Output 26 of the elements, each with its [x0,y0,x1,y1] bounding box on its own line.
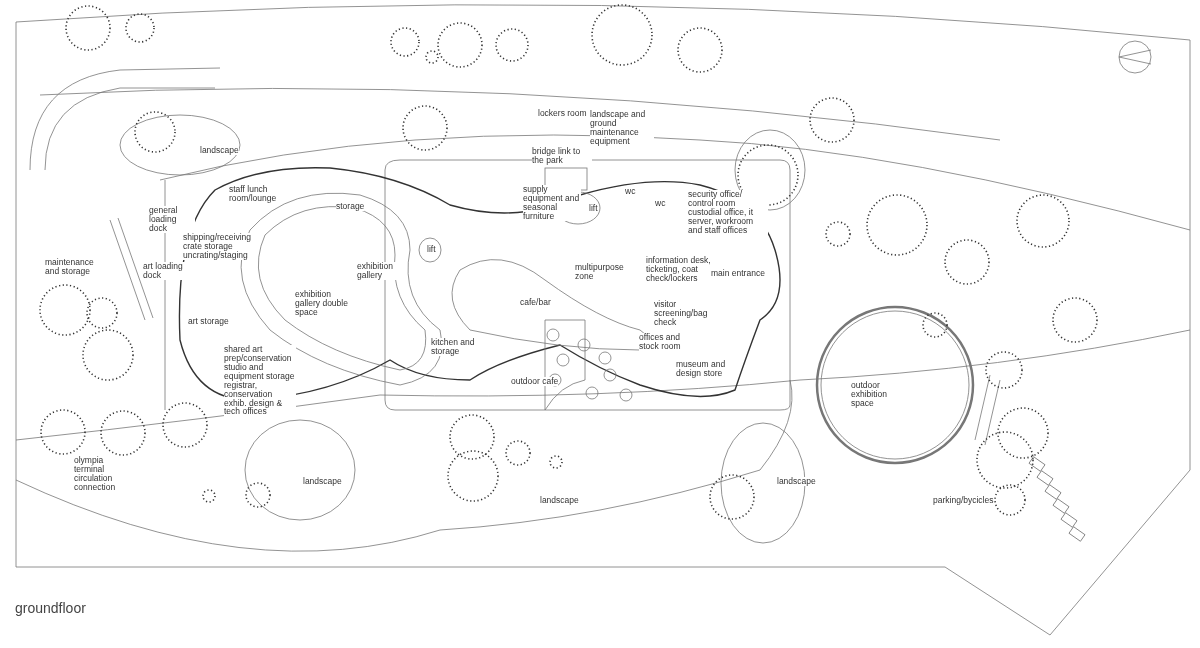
plan-caption: groundfloor [15,600,86,616]
room-label: parking/bycicles [933,496,994,505]
room-label: outdoor cafe [511,377,559,386]
room-label: security office/ control room custodial office, it server, workroom and staff offices [688,190,768,235]
room-label: landscape and ground maintenance equipment [590,110,654,146]
room-label: lift [427,245,436,254]
room-label: landscape [303,477,342,486]
room-label: shared art prep/conservation studio and equipment storage registrar, conservation exhib. design & tech offices [224,345,296,417]
room-label: cafe/bar [520,298,551,307]
room-label: bridge link to the park [532,147,592,165]
room-label: art storage [188,317,229,326]
room-label: lift [589,204,598,213]
room-label: landscape [777,477,816,486]
room-label: storage [336,202,365,211]
room-label: supply equipment and seasonal furniture [523,185,581,221]
room-label: wc [625,187,636,196]
room-label: landscape [200,146,239,155]
room-label: staff lunch room/lounge [229,185,279,203]
room-label: information desk, ticketing, coat check/lockers [646,256,712,283]
room-label: main entrance [711,269,765,278]
room-label: art loading dock [143,262,188,280]
room-label: wc [655,199,666,208]
room-label: kitchen and storage [431,338,476,356]
room-label: shipping/receiving crate storage uncrating/staging [183,233,251,260]
room-label: landscape [540,496,579,505]
room-label: lockers room [538,109,587,118]
